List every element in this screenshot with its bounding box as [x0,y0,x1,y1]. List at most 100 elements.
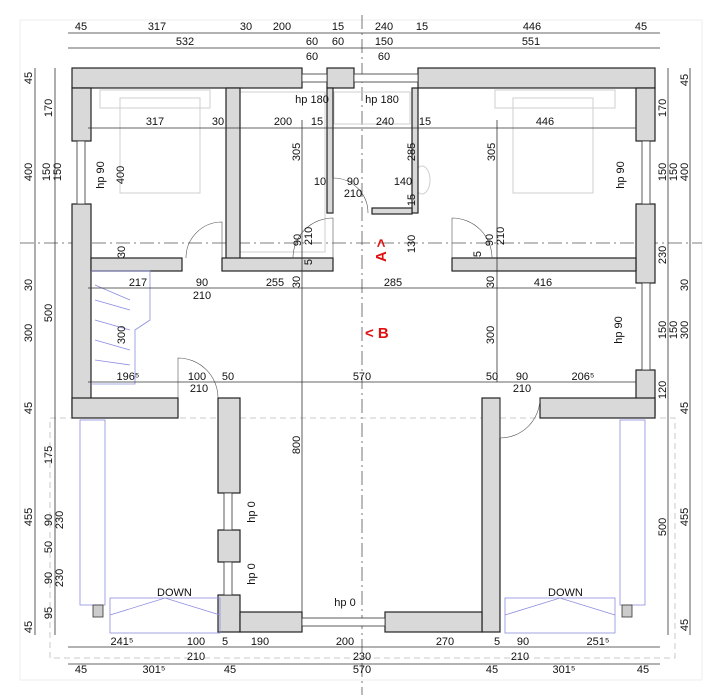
dim-label: 120 [657,381,669,399]
dim-label: 305 [486,143,498,161]
dim-label: 230 [54,569,66,587]
dim-label: 90 [43,514,55,526]
dim-label: 45 [486,664,498,676]
dim-label: 5 [472,251,484,257]
dim-label: 45 [23,621,35,633]
dim-label: 45 [23,402,35,414]
walls [71,67,656,633]
dimensions-left: 45 170 400 150 150 30 300 500 45 455 175… [23,72,66,633]
dim-label: 210 [303,227,315,245]
dim-label: 190 [251,636,269,648]
dim-label: 90 [347,176,359,188]
height-label: hp 0 [246,563,258,584]
dim-label: 45 [679,402,691,414]
dim-label: 300 [679,321,691,339]
windows [76,73,651,627]
dim-label: 230 [54,511,66,529]
dim-label: 45 [679,74,691,86]
dim-label: 300 [116,326,128,344]
dim-label: 230 [353,651,371,663]
dim-label: 230 [657,246,669,264]
dim-label: 241⁵ [111,636,134,648]
dim-label: 551 [522,36,540,48]
dim-label: 285 [384,277,402,289]
section-marker-a: A > [373,239,390,262]
dim-label: 251⁵ [587,636,610,648]
dim-label: 210 [344,188,362,200]
height-label: hp 90 [615,161,627,189]
dim-label: 210 [511,651,529,663]
bed-right-headboard [494,89,616,109]
dim-label: 800 [291,436,303,454]
dim-label: 45 [224,664,236,676]
dim-label: 455 [23,508,35,526]
dim-label: 446 [536,116,554,128]
dim-label: 5 [303,259,315,265]
window-living-3 [301,617,386,627]
dim-label: 45 [637,664,649,676]
section-marker-b: < B [365,325,389,342]
window-hall [641,282,651,371]
dim-label: 10 [314,176,326,188]
dim-label: 305 [291,143,303,161]
dimensions-interior-vertical: hp 90 400 305 285 305 hp 90 15 90 210 13… [95,143,627,585]
dim-label: 400 [679,163,691,181]
dim-label: 285 [406,143,418,161]
dim-label: 150 [52,163,64,181]
bathtub-icon [333,91,411,125]
dim-label: 45 [635,21,647,33]
dim-label: 170 [43,99,55,117]
dim-label: 90 [484,234,496,246]
dim-label: 95 [43,607,55,619]
dim-label: 400 [23,163,35,181]
dimensions-hall: 217 90 210 255 285 416 196⁵ 100 210 50 5… [117,277,595,395]
bed-left-headboard [99,89,211,109]
window-bedroom-right [641,140,651,205]
door-wardrobe-icon [292,217,334,259]
frame [19,19,703,681]
dim-label: 500 [43,304,55,322]
dim-label: 500 [657,518,669,536]
dim-label: 90 [43,572,55,584]
dim-label: 5 [494,636,500,648]
stairs [79,270,646,634]
bed-right-icon [512,97,594,194]
dim-label: 60 [306,51,318,63]
height-label: hp 90 [95,161,107,189]
dimensions-top: 45 317 30 200 15 240 15 446 45 532 60 60… [75,21,647,200]
height-label: hp 90 [613,316,625,344]
stairs-label: DOWN [548,587,583,599]
dim-label: 570 [353,664,371,676]
dim-label: 170 [657,99,669,117]
dim-label: 200 [336,636,354,648]
dim-label: 301⁵ [143,664,166,676]
dim-label: 210 [193,290,211,302]
dim-label: 30 [212,116,224,128]
dim-label: 300 [485,326,497,344]
dim-label: 90 [292,234,304,246]
height-label: hp 180 [365,94,399,106]
dim-label: 30 [679,279,691,291]
dim-label: 30 [116,246,128,258]
dim-label: 90 [517,636,529,648]
dim-label: 217 [129,277,147,289]
dim-label: 210 [513,383,531,395]
door-bedroom-right-icon [451,217,493,259]
dim-label: 301⁵ [553,664,576,676]
dim-label: 150 [668,163,680,181]
dim-label: 45 [75,21,87,33]
dim-label: 15 [406,194,418,206]
door-bedroom-left-icon [185,221,223,259]
dim-label: 15 [332,21,344,33]
dim-label: 30 [485,276,497,288]
dim-label: 30 [23,279,35,291]
dim-label: 150 [657,163,669,181]
dim-label: 60 [306,36,318,48]
dim-label: 30 [291,276,303,288]
height-label: hp 0 [246,501,258,522]
door-left-icon [177,357,219,399]
dim-label: 455 [679,508,691,526]
dim-label: 175 [43,446,55,464]
dim-label: 150 [668,321,680,339]
